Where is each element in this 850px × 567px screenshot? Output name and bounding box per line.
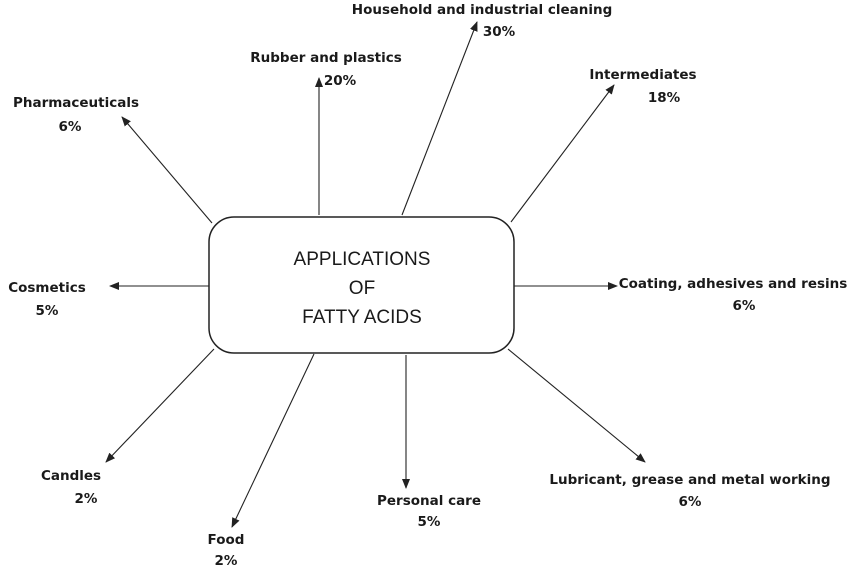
label-personal-care: Personal care 5% [377,493,481,530]
center-box [208,216,515,354]
label-name: Food [208,532,245,548]
label-household-cleaning: Household and industrial cleaning 30% [352,2,612,40]
label-percent: 18% [648,90,681,106]
label-rubber-plastics: Rubber and plastics 20% [250,50,402,89]
center-line-2: OF [349,278,375,299]
label-name: Cosmetics [8,280,86,296]
label-cosmetics: Cosmetics 5% [8,280,86,319]
label-percent: 30% [483,24,516,40]
label-percent: 5% [418,514,441,530]
label-candles: Candles 2% [41,468,101,507]
label-pharmaceuticals: Pharmaceuticals 6% [13,95,139,135]
label-name: Pharmaceuticals [13,95,139,111]
arrow-candles [105,348,215,463]
label-percent: 2% [215,553,238,567]
arrow-food [231,353,315,528]
label-name: Candles [41,468,101,484]
label-name: Intermediates [589,67,696,83]
label-percent: 5% [36,303,59,319]
arrow-pharmaceuticals [121,116,213,224]
label-percent: 6% [679,494,702,510]
center-line-3: FATTY ACIDS [302,307,422,328]
arrow-household-cleaning [401,21,478,216]
label-name: Rubber and plastics [250,50,402,66]
label-name: Personal care [377,493,481,509]
label-percent: 20% [324,73,357,89]
label-name: Coating, adhesives and resins [619,276,848,292]
label-name: Lubricant, grease and metal working [549,472,830,488]
arrow-lubricant [507,348,646,463]
label-name: Household and industrial cleaning [352,2,612,18]
label-percent: 6% [59,119,82,135]
center-line-1: APPLICATIONS [294,249,431,270]
label-intermediates: Intermediates 18% [589,67,696,106]
label-lubricant: Lubricant, grease and metal working 6% [549,472,830,510]
label-coating: Coating, adhesives and resins 6% [619,276,848,314]
label-percent: 2% [75,491,98,507]
label-percent: 6% [733,298,756,314]
label-food: Food 2% [208,532,245,567]
arrow-intermediates [510,84,615,223]
